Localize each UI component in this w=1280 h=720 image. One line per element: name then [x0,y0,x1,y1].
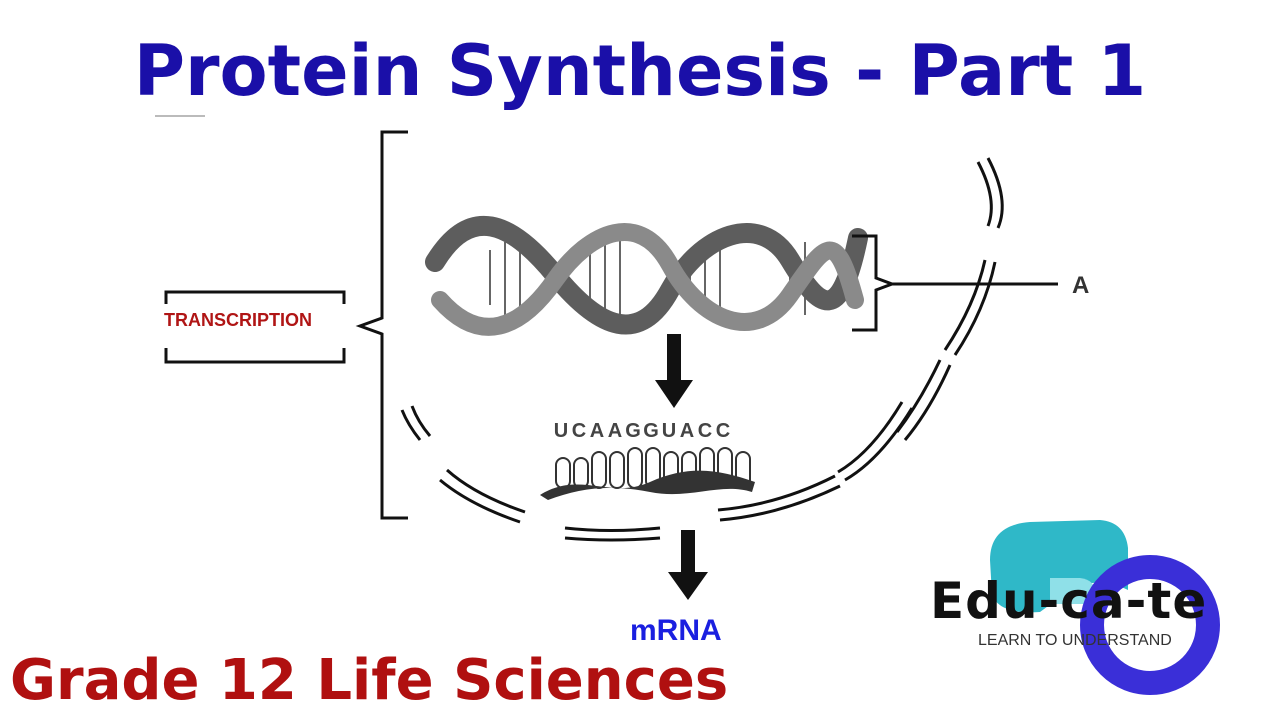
base-letter: A [589,420,605,442]
base-letter: C [697,420,713,442]
arrow-dna-to-mrna [655,334,693,408]
mrna-label: mRNA [630,614,722,647]
nuclear-membrane [400,157,1004,542]
base-letter: G [643,420,659,442]
label-box [164,290,346,304]
arrow-to-mrna [668,530,708,600]
strand-label-a: A [1072,272,1090,299]
label-box-bottom [164,348,346,364]
course-label: Grade 12 Life Sciences [10,648,729,713]
base-letter: G [625,420,641,442]
base-letter: C [715,420,731,442]
base-letter: A [607,420,623,442]
base-letter: C [571,420,587,442]
mrna-strand [540,447,755,500]
page-title: Protein Synthesis - Part 1 [133,30,1147,112]
transcription-label: TRANSCRIPTION [164,310,312,330]
base-letter: U [661,420,677,442]
transcription-bracket [355,130,408,520]
dna-helix [425,215,868,336]
logo-name: Edu-ca-te [930,572,1208,630]
base-letter: U [553,420,569,442]
logo-tagline: LEARN TO UNDERSTAND [978,632,1172,649]
base-letter: A [679,420,695,442]
educate-logo-mark [990,520,1220,695]
